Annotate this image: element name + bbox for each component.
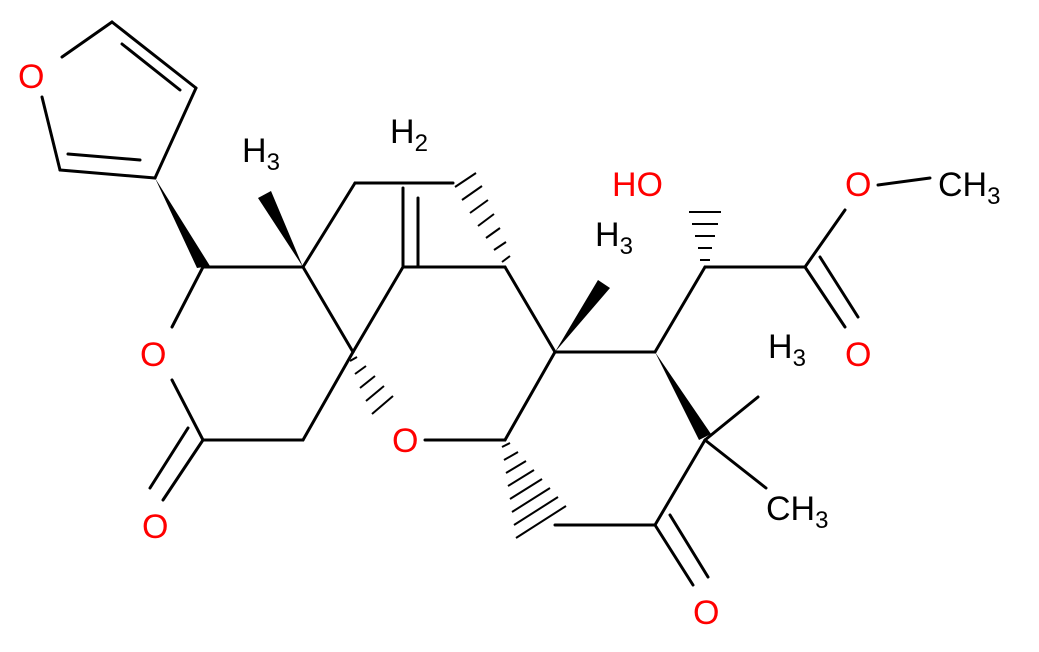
lactone-ring [148, 178, 355, 502]
bond [161, 438, 205, 502]
gem-methyl-upper-label: H3 [768, 328, 806, 372]
bond [40, 95, 62, 172]
furan-ring [40, 20, 198, 180]
bond [653, 438, 707, 527]
bond [503, 265, 557, 354]
bond [301, 350, 355, 442]
wedge-bond [655, 352, 711, 440]
angular-methyl-left-label: H3 [242, 132, 280, 176]
hashed-bond [501, 442, 567, 539]
bond [351, 265, 405, 354]
wedge-bond [258, 191, 303, 267]
core-rings [301, 181, 657, 442]
bond [803, 208, 847, 269]
gem-methyl-lower-label: CH3 [766, 490, 828, 534]
bond [503, 350, 557, 442]
bond [803, 265, 847, 329]
bond [653, 265, 707, 354]
bond [301, 181, 357, 269]
bond [703, 438, 768, 490]
bond [301, 265, 355, 354]
bond [703, 395, 760, 442]
bond [120, 42, 182, 92]
bond [60, 20, 114, 59]
bond [170, 378, 205, 442]
bond [668, 513, 710, 579]
ester-carbonyl-oxygen-label: O [845, 336, 871, 374]
side-chain [653, 176, 932, 354]
bond [58, 168, 157, 180]
bond [818, 255, 860, 319]
bond [153, 86, 198, 180]
lactone-carbonyl-oxygen-label: O [142, 508, 168, 546]
hashed-bond [349, 356, 394, 415]
hashed-bond [689, 211, 721, 261]
bond [170, 265, 205, 329]
bond [876, 176, 932, 187]
bond [110, 20, 198, 90]
ester-methyl-label: CH3 [938, 166, 1000, 210]
ester-oxygen-label: O [845, 166, 871, 204]
bond [653, 523, 695, 587]
hydroxyl-label: HO [612, 166, 663, 204]
methylene-label: H2 [390, 113, 428, 157]
bond [148, 426, 190, 490]
wedge-bond [155, 178, 210, 268]
bond [66, 152, 142, 162]
ether-oxygen-label: O [392, 422, 418, 460]
lactone-oxygen-label: O [140, 336, 166, 374]
furan-oxygen-label: O [18, 58, 44, 96]
ketone-oxygen-label: O [693, 594, 719, 632]
hashed-bond [454, 172, 511, 263]
cyclohexanone-ring [553, 395, 768, 587]
wedge-bond [555, 280, 610, 352]
angular-methyl-right-label: H3 [595, 216, 633, 260]
